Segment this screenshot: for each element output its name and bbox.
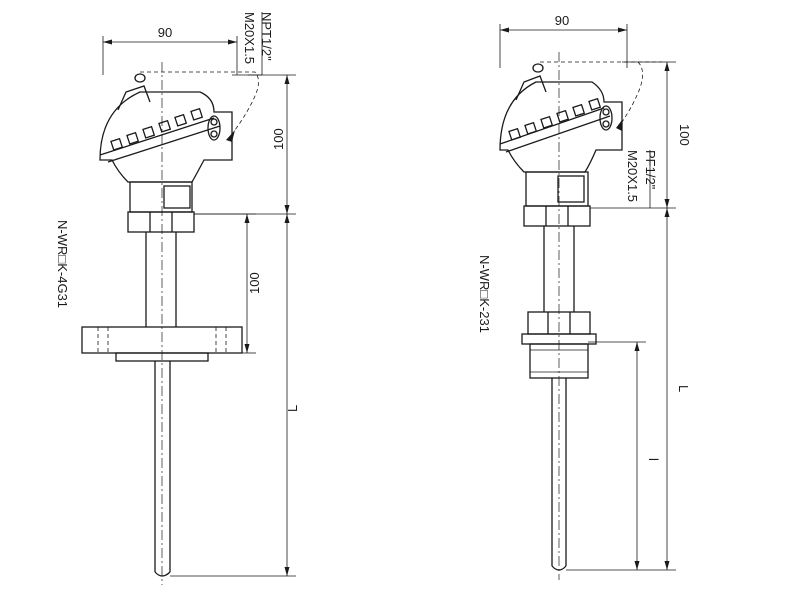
right-width-label: 90: [555, 13, 569, 28]
right-length-label: L: [676, 385, 691, 392]
left-width-label: 90: [158, 25, 172, 40]
left-thread-top-label: NPT1/2": [259, 12, 274, 61]
right-terminal-head: [499, 63, 623, 227]
left-width-dimension: 90: [102, 25, 238, 75]
right-thread-bottom-label: M20X1.5: [625, 150, 640, 202]
left-thermocouple-drawing: 90 NPT1/2" M20X1.5: [55, 12, 300, 585]
left-length-label: L: [285, 405, 300, 412]
right-insertion-dimension: l: [588, 341, 661, 570]
right-model-label: N-WR□K-231: [477, 255, 492, 333]
left-head-height-dimension: 100: [194, 74, 296, 215]
left-flange-offset-dimension: 100: [194, 213, 262, 354]
left-protection-tube: [81, 62, 243, 585]
left-model-label: N-WR□K-4G31: [55, 220, 70, 308]
left-thread-bottom-label: M20X1.5: [242, 12, 257, 64]
right-thread-top-label: PF1/2": [643, 150, 658, 190]
right-head-height-label: 100: [677, 124, 692, 146]
right-insertion-label: l: [646, 458, 661, 461]
right-length-dimension: L: [566, 208, 691, 571]
left-terminal-head: [99, 73, 235, 233]
right-thermocouple-drawing: 90 PF1/2" M20X: [477, 13, 692, 580]
left-head-height-label: 100: [271, 128, 286, 150]
right-head-height-dimension: 100: [622, 61, 692, 209]
right-protection-tube: [521, 52, 597, 580]
right-width-dimension: 90: [499, 13, 628, 68]
left-flange-offset-label: 100: [247, 272, 262, 294]
left-length-dimension: L: [170, 214, 300, 577]
